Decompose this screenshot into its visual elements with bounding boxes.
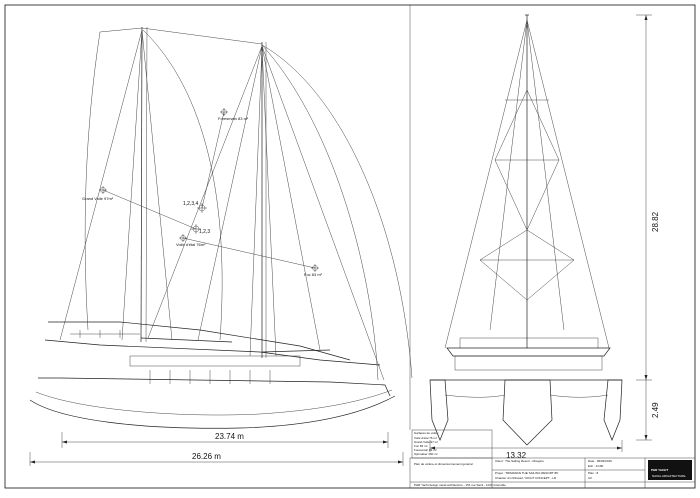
project-field: Projet : TRIMARAN THE SAILING RESORT 86' — [495, 471, 559, 475]
spreaders — [480, 99, 574, 261]
areas-row-2: Grand Voile 97 m² — [414, 440, 438, 444]
inner-stay — [197, 45, 263, 341]
phr-logo-text: PHR YACHT — [651, 468, 668, 472]
dim-overall — [29, 452, 404, 466]
front-view: 28.82 2.49 13.32 — [429, 14, 660, 460]
main-boom — [261, 349, 331, 353]
front-guard-rail — [459, 337, 599, 348]
back-stay — [261, 45, 321, 351]
label-jib: Foc 83 m² — [304, 272, 323, 277]
label-point-b: 1,2,3 — [199, 229, 210, 235]
main-shroud — [261, 45, 277, 357]
mainsail-roach — [142, 29, 223, 341]
dim-beam-label: 13.32 — [506, 451, 527, 460]
spinnaker-head — [99, 27, 143, 33]
label-fore-main: Foresmain 83 m² — [218, 116, 249, 121]
client-field: Client : The Sailing Resort - Mougins — [495, 459, 544, 463]
areas-row-5: Spinnaker 260 m² — [414, 452, 438, 456]
gennaker-leech — [261, 44, 413, 379]
title-block: Surfaces de voile : Voile d'étai 76 m² G… — [409, 429, 696, 489]
scale-field: Ech : 1/100 — [588, 464, 604, 468]
title-note: Plan de voilure et dimensionnement génér… — [414, 462, 473, 466]
wing-underside — [444, 394, 609, 398]
hull-frames — [149, 370, 271, 384]
dim-waterline-label: 23.74 m — [215, 432, 244, 441]
label-staysail: Voile d'étai 76m² — [176, 242, 206, 247]
plan-number-field: Plan : 8 — [588, 471, 599, 475]
aft-back-stay — [261, 45, 385, 381]
areas-row-4: Foresmain 83 m² — [414, 448, 437, 452]
dim-draft-label: 2.49 — [651, 402, 660, 418]
dim-draft — [636, 380, 652, 441]
centroid-link-3 — [201, 111, 225, 209]
sheet-frame — [4, 4, 696, 489]
hull-profile — [29, 395, 396, 429]
areas-heading: Surfaces de voile : — [414, 431, 439, 435]
date-field: Date : 06/03/2016 — [588, 459, 612, 463]
fore-boom — [140, 337, 233, 343]
format-field: A3 — [588, 476, 592, 480]
diamond-stays — [479, 89, 575, 301]
hull-chine — [35, 389, 393, 416]
sheer-line — [38, 377, 391, 397]
dim-mast-height-label: 28.82 — [651, 211, 660, 232]
centroid-link-1 — [102, 189, 197, 230]
label-mainsail: Grand Voile 97m² — [82, 196, 114, 201]
title-footer: PHR Yacht design naval architecture - 15… — [414, 483, 506, 487]
front-deck — [446, 347, 611, 357]
center-hull — [502, 379, 553, 446]
fore-shroud-2 — [121, 29, 143, 341]
deck-line — [48, 321, 351, 361]
spinnaker-luff — [84, 31, 101, 331]
fore-mast — [140, 26, 143, 343]
dim-beam — [429, 440, 623, 452]
phr-logo-subtitle: NAVAL ARCHITECTURE — [652, 474, 685, 478]
title-block-frame — [409, 457, 696, 489]
triatic-stay — [141, 27, 263, 45]
cabin-windows — [129, 355, 301, 367]
dim-mast-height — [636, 14, 652, 381]
fore-stay — [59, 29, 143, 341]
label-point-a: 1,2,3,4 — [183, 201, 199, 207]
phr-logo — [648, 460, 692, 480]
guard-rail — [70, 330, 140, 338]
front-cabin — [454, 355, 603, 371]
yard-field: Chantier du CDiscad, YACHT CONCEPT - LR — [495, 476, 557, 480]
dim-waterline — [61, 432, 389, 448]
jib-leech — [261, 44, 379, 381]
side-view: Foresmain 83 m² Grand Voile 97m² Voile d… — [29, 26, 413, 466]
main-fore-stay — [147, 45, 263, 339]
cabin-roof — [44, 339, 381, 366]
front-shrouds — [444, 19, 610, 349]
areas-row-3: Foc 83 m² — [414, 444, 428, 448]
areas-table-frame — [411, 429, 493, 459]
starboard-float — [603, 379, 623, 441]
main-shroud-2 — [249, 45, 263, 357]
centroid-link-2 — [182, 237, 316, 269]
fore-shroud — [141, 29, 173, 341]
dim-overall-label: 26.26 m — [192, 452, 221, 461]
areas-row-1: Voile d'étai 76 m² — [414, 436, 437, 440]
